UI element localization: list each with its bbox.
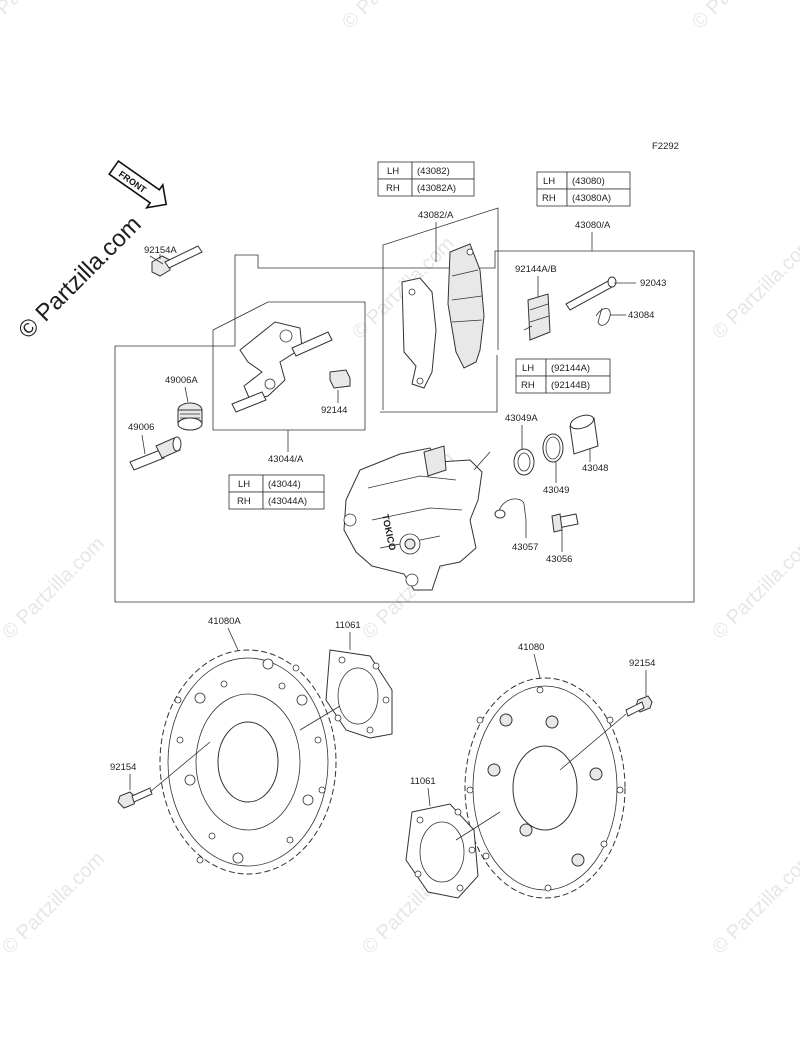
bleeder-cap-end [494, 509, 506, 519]
watermark-tile: © Partzilla.com [688, 0, 799, 34]
shim-11061-top [325, 649, 393, 739]
table-cell: (92144A) [551, 363, 590, 374]
piston-seal-43049 [542, 433, 564, 463]
brake-pad-left [401, 277, 437, 389]
table-cell: (43082A) [417, 183, 456, 194]
brake-pad-right [447, 243, 485, 369]
table-cell: (43080) [572, 176, 605, 187]
pads-side-table: LH (43082) RH (43082A) [377, 161, 475, 197]
spring-side-table: LH (92144A) RH (92144B) [515, 358, 611, 394]
label-92154-left: 92154 [110, 762, 136, 773]
label-41080A: 41080A [208, 616, 241, 627]
brake-disc-left-41080A [159, 649, 337, 875]
table-cell: (43044) [268, 479, 301, 490]
holder-outline [212, 301, 366, 431]
label-43048: 43048 [582, 463, 608, 474]
r-clip-43084 [595, 307, 611, 326]
figure-code: F2292 [652, 141, 679, 152]
piston-43048 [569, 414, 599, 455]
label-92144: 92144 [321, 405, 347, 416]
bleeder-valve-43056 [551, 513, 579, 533]
watermark-tile: © Partzilla.com [708, 848, 800, 959]
leader-line [533, 653, 541, 679]
dust-seal-43049A [513, 448, 535, 476]
boot-49006A [177, 402, 203, 431]
table-cell: RH [542, 193, 556, 204]
shim-11061-bottom [405, 803, 479, 899]
bleeder-cap-43057 [497, 498, 527, 521]
label-11061-bottom: 11061 [410, 776, 436, 787]
label-43084: 43084 [628, 310, 654, 321]
label-49006: 49006 [128, 422, 154, 433]
leader-line [141, 434, 146, 455]
label-49006A: 49006A [165, 375, 198, 386]
caliper-holder-43044 [231, 321, 333, 413]
watermark-tile: © Partzilla.com [0, 0, 89, 34]
table-cell: LH [543, 176, 555, 187]
table-cell: RH [237, 496, 251, 507]
label-43056: 43056 [546, 554, 572, 565]
table-cell: (43044A) [268, 496, 307, 507]
pad-set-side-table: LH (43080) RH (43080A) [536, 171, 631, 207]
label-92144AB: 92144A/B [515, 264, 557, 275]
pads-outline-bottom [380, 355, 498, 413]
leader-line [559, 713, 627, 771]
label-11061-top: 11061 [335, 620, 361, 631]
table-cell: (92144B) [551, 380, 590, 391]
caliper-body: TOKICO [343, 445, 483, 591]
watermark-tile: © Partzilla.com [0, 533, 109, 644]
label-43082A: 43082/A [418, 210, 454, 221]
front-arrow-icon: FRONT [108, 159, 168, 209]
holder-side-table: LH (43044) RH (43044A) [228, 474, 325, 510]
label-43049: 43049 [543, 485, 569, 496]
watermark-tile: © Partzilla.com [708, 233, 800, 344]
leader-line [299, 705, 341, 731]
label-92154A: 92154A [144, 245, 177, 256]
leader-line [149, 741, 211, 793]
leader-line [227, 627, 239, 651]
pads-outline [382, 207, 499, 410]
clip-92144 [329, 369, 351, 389]
assembly-outline [114, 250, 695, 603]
pin-49006 [129, 436, 182, 471]
table-cell: (43082) [417, 166, 450, 177]
label-43044A: 43044/A [268, 454, 304, 465]
bolt-92154A [149, 245, 203, 277]
leader-line [455, 811, 501, 841]
pad-spring-92144A [523, 293, 551, 341]
leader-line [427, 787, 431, 807]
label-43057: 43057 [512, 542, 538, 553]
bolt-92154-left [117, 787, 153, 809]
watermark-tile: © Partzilla.com [0, 848, 109, 959]
label-43080A: 43080/A [575, 220, 611, 231]
label-41080: 41080 [518, 642, 544, 653]
leader-line [473, 451, 491, 471]
table-cell: LH [238, 479, 250, 490]
label-43049A: 43049A [505, 413, 538, 424]
table-cell: LH [387, 166, 399, 177]
brake-disc-right-41080 [464, 677, 626, 899]
table-cell: LH [522, 363, 534, 374]
pad-pin-92043 [565, 276, 617, 311]
leader-line [184, 386, 189, 403]
table-cell: RH [521, 380, 535, 391]
bolt-92154-right [625, 695, 653, 717]
table-cell: (43080A) [572, 193, 611, 204]
partzilla-watermark: © Partzilla.com [13, 211, 146, 344]
label-92154-right: 92154 [629, 658, 655, 669]
watermark-tile: © Partzilla.com [338, 0, 449, 34]
table-cell: RH [386, 183, 400, 194]
watermark-tile: © Partzilla.com [708, 533, 800, 644]
label-92043: 92043 [640, 278, 666, 289]
